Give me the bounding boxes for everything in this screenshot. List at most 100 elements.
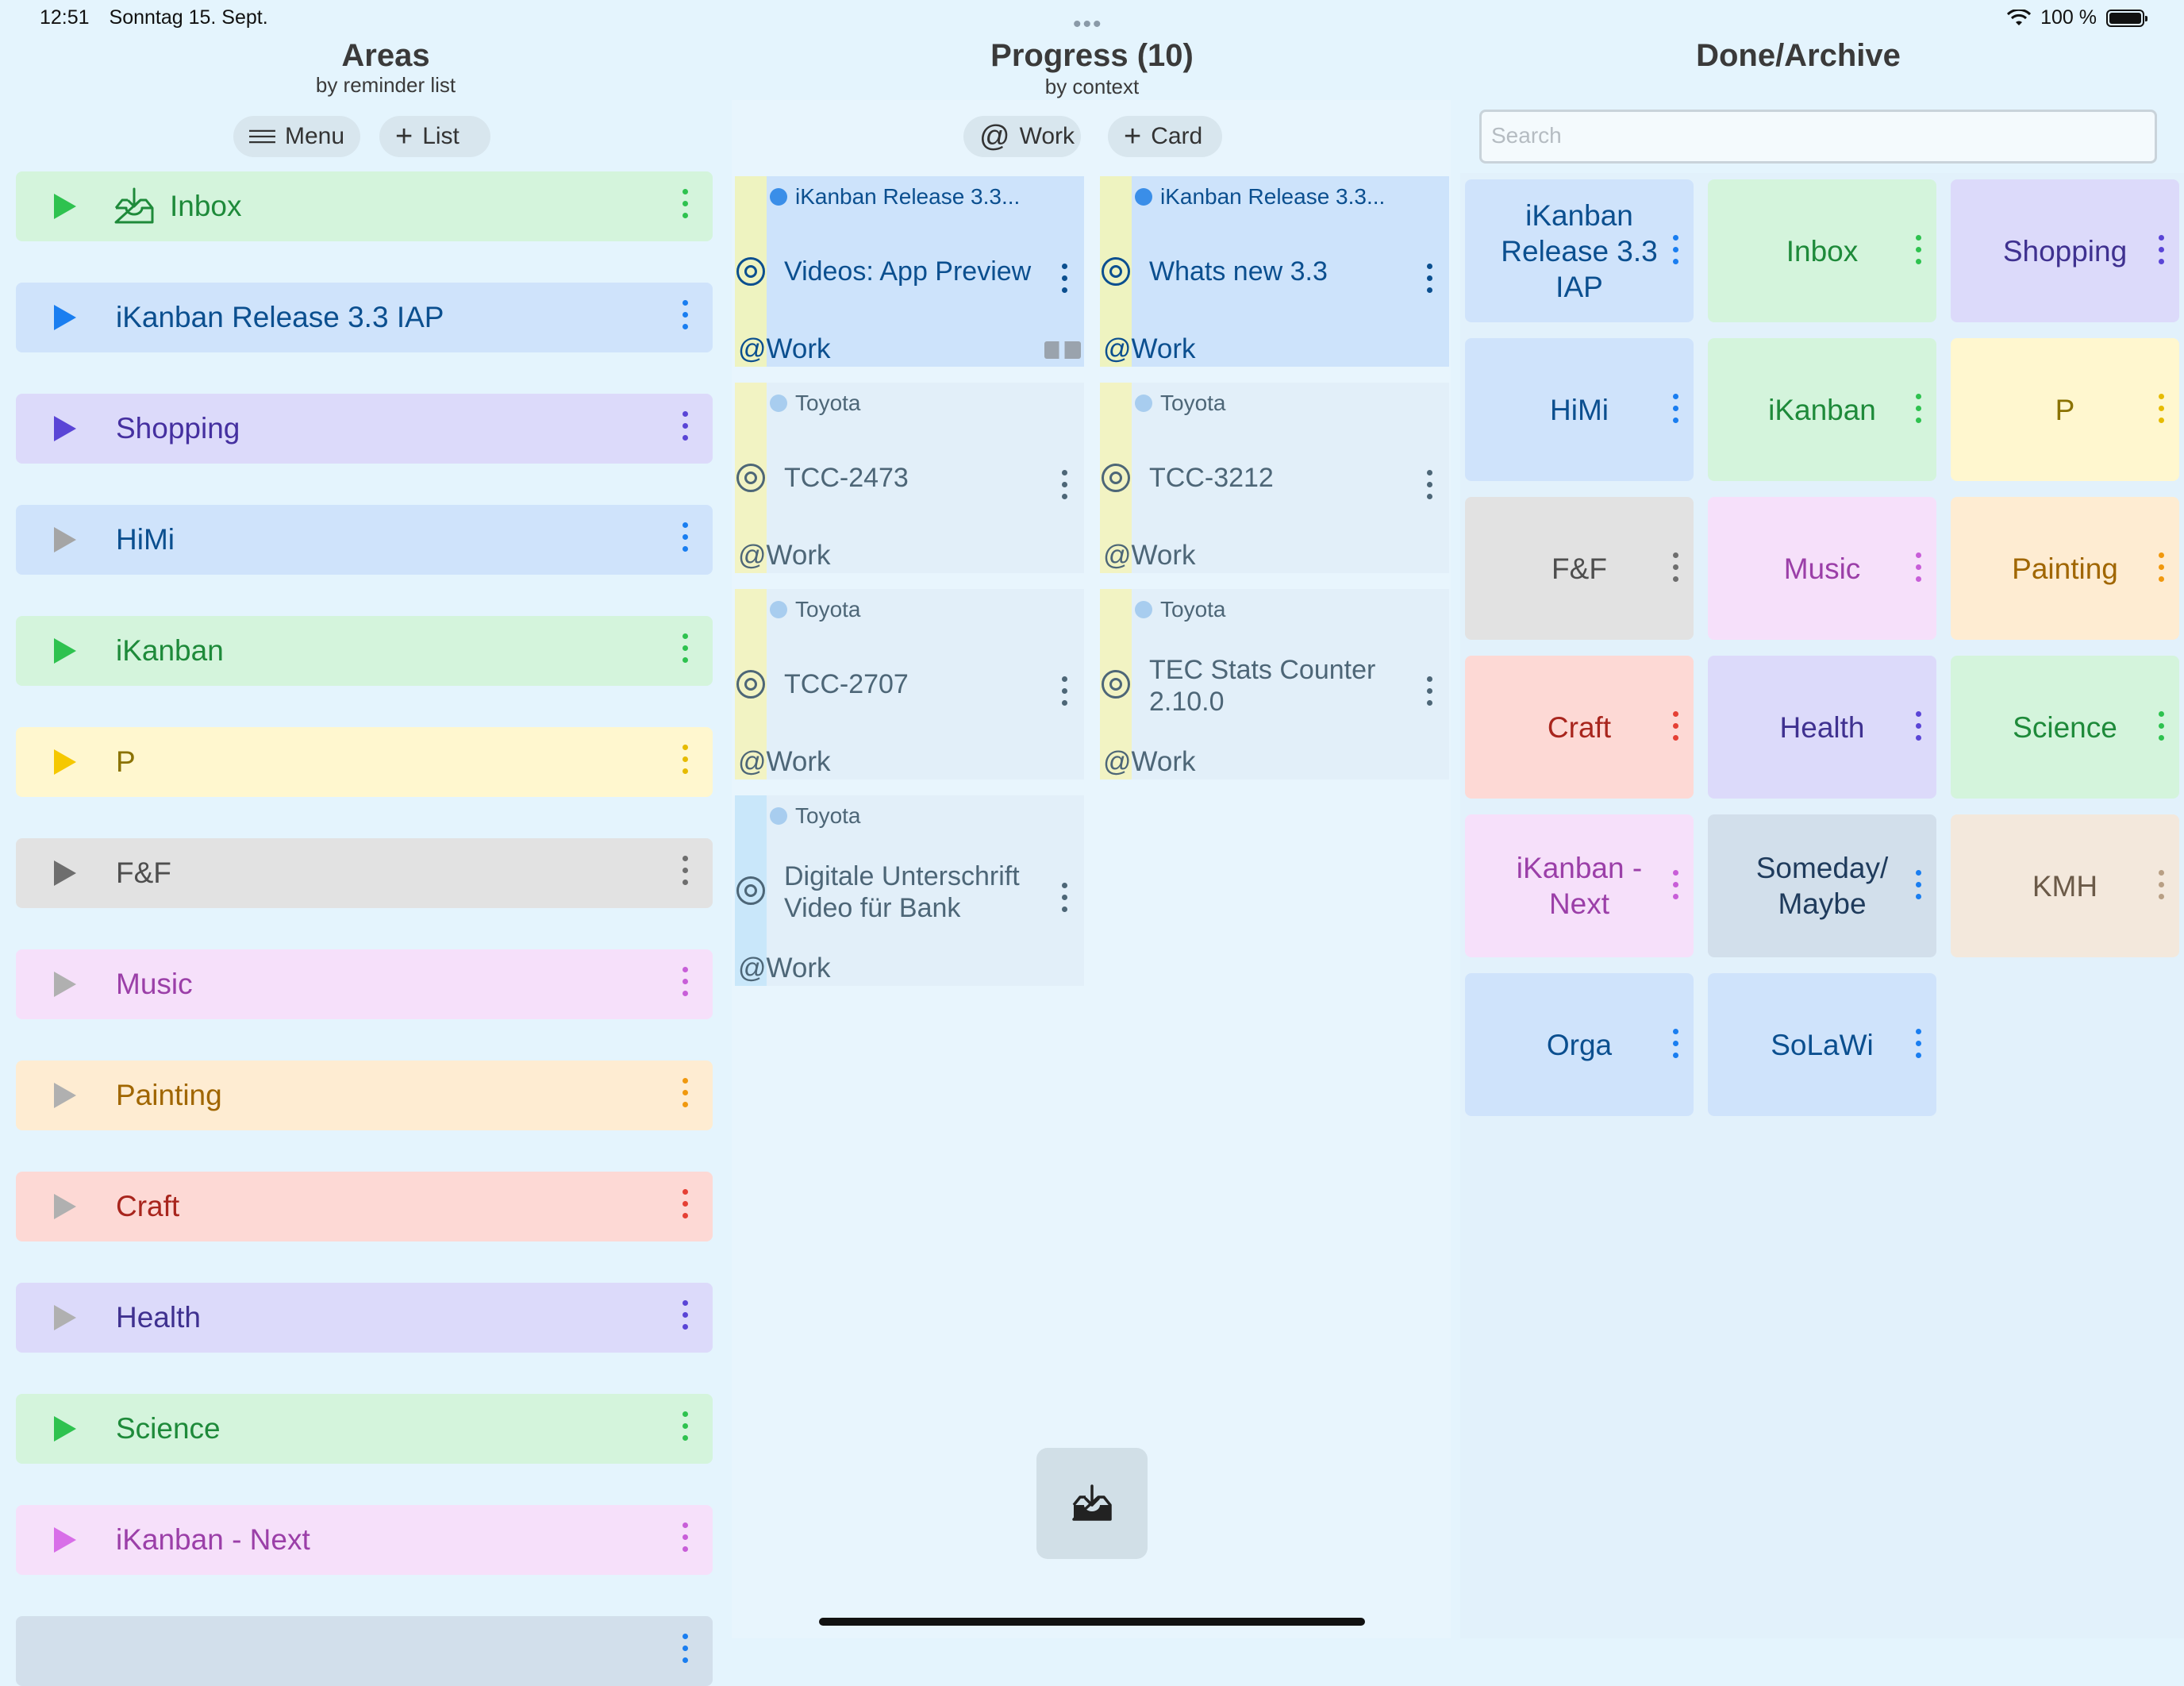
expand-triangle-icon[interactable] [54,1527,76,1553]
done-list-craft[interactable]: Craft [1465,656,1694,799]
card-more-options-icon[interactable] [1427,264,1433,293]
search-input[interactable]: Search [1479,110,2157,164]
more-options-icon[interactable] [682,189,689,218]
more-options-icon[interactable] [1916,394,1922,423]
expand-triangle-icon[interactable] [54,305,76,330]
done-list-health[interactable]: Health [1708,656,1936,799]
more-options-icon[interactable] [2159,711,2165,741]
more-options-icon[interactable] [1673,711,1679,741]
done-list-ikanban[interactable]: iKanban [1708,338,1936,481]
progress-status-icon[interactable] [736,876,765,905]
more-options-icon[interactable] [682,1522,689,1552]
expand-triangle-icon[interactable] [54,416,76,441]
area-row-science[interactable]: Science [16,1394,713,1464]
more-options-icon[interactable] [1673,870,1679,899]
progress-card-whats-new-3-3[interactable]: iKanban Release 3.3...Whats new 3.3@Work [1100,176,1449,367]
more-options-icon[interactable] [682,1189,689,1218]
more-options-icon[interactable] [682,522,689,552]
area-row-shopping[interactable]: Shopping [16,394,713,464]
progress-status-icon[interactable] [736,257,765,286]
more-options-icon[interactable] [1673,394,1679,423]
more-options-icon[interactable] [1673,235,1679,264]
done-list-p[interactable]: P [1951,338,2179,481]
area-row-ikanban[interactable]: iKanban [16,616,713,686]
area-row-craft[interactable]: Craft [16,1172,713,1241]
more-options-icon[interactable] [2159,870,2165,899]
more-options-icon[interactable] [1673,1029,1679,1058]
area-row-health[interactable]: Health [16,1283,713,1353]
multitasking-dots-icon[interactable]: ••• [1073,11,1103,37]
expand-triangle-icon[interactable] [54,860,76,886]
done-list-ikanban-release-3-3-iap[interactable]: iKanban Release 3.3 IAP [1465,179,1694,322]
progress-status-icon[interactable] [1102,670,1130,699]
area-row-p[interactable]: P [16,727,713,797]
more-options-icon[interactable] [2159,235,2165,264]
add-list-button[interactable]: + List [379,116,490,157]
card-more-options-icon[interactable] [1427,470,1433,499]
expand-triangle-icon[interactable] [54,638,76,664]
add-card-button[interactable]: + Card [1108,116,1222,157]
area-row-inbox[interactable]: Inbox [16,171,713,241]
done-list-orga[interactable]: Orga [1465,973,1694,1116]
done-list-painting[interactable]: Painting [1951,497,2179,640]
area-row-item[interactable] [16,1616,713,1686]
area-row-painting[interactable]: Painting [16,1060,713,1130]
progress-card-videos-app-preview[interactable]: iKanban Release 3.3...Videos: App Previe… [735,176,1084,367]
more-options-icon[interactable] [2159,394,2165,423]
done-list-inbox[interactable]: Inbox [1708,179,1936,322]
more-options-icon[interactable] [682,1078,689,1107]
more-options-icon[interactable] [682,1411,689,1441]
expand-triangle-icon[interactable] [54,1416,76,1442]
card-more-options-icon[interactable] [1062,676,1068,706]
area-row-music[interactable]: Music [16,949,713,1019]
expand-triangle-icon[interactable] [54,749,76,775]
more-options-icon[interactable] [682,1300,689,1330]
menu-button[interactable]: Menu [233,116,360,157]
progress-status-icon[interactable] [1102,464,1130,492]
expand-triangle-icon[interactable] [54,1305,76,1330]
card-more-options-icon[interactable] [1062,470,1068,499]
more-options-icon[interactable] [1916,870,1922,899]
area-row-f-f[interactable]: F&F [16,838,713,908]
drop-to-inbox-button[interactable] [1036,1448,1148,1559]
context-filter-button[interactable]: @ Work [963,116,1081,157]
more-options-icon[interactable] [682,967,689,996]
more-options-icon[interactable] [1916,235,1922,264]
done-list-shopping[interactable]: Shopping [1951,179,2179,322]
area-row-ikanban-next[interactable]: iKanban - Next [16,1505,713,1575]
expand-triangle-icon[interactable] [54,1638,76,1664]
progress-status-icon[interactable] [1102,257,1130,286]
more-options-icon[interactable] [682,745,689,774]
done-list-f-f[interactable]: F&F [1465,497,1694,640]
more-options-icon[interactable] [1673,552,1679,582]
more-options-icon[interactable] [1916,711,1922,741]
done-list-ikanban-next[interactable]: iKanban - Next [1465,814,1694,957]
done-list-solawi[interactable]: SoLaWi [1708,973,1936,1116]
area-row-ikanban-release-3-3-iap[interactable]: iKanban Release 3.3 IAP [16,283,713,352]
done-list-himi[interactable]: HiMi [1465,338,1694,481]
expand-triangle-icon[interactable] [54,1083,76,1108]
card-more-options-icon[interactable] [1427,676,1433,706]
expand-triangle-icon[interactable] [54,972,76,997]
done-list-someday-maybe[interactable]: Someday/ Maybe [1708,814,1936,957]
expand-triangle-icon[interactable] [54,1194,76,1219]
more-options-icon[interactable] [2159,552,2165,582]
card-more-options-icon[interactable] [1062,883,1068,912]
more-options-icon[interactable] [682,300,689,329]
done-list-kmh[interactable]: KMH [1951,814,2179,957]
progress-status-icon[interactable] [736,670,765,699]
more-options-icon[interactable] [1916,1029,1922,1058]
more-options-icon[interactable] [682,856,689,885]
expand-triangle-icon[interactable] [54,194,76,219]
home-indicator[interactable] [819,1618,1365,1626]
done-list-science[interactable]: Science [1951,656,2179,799]
more-options-icon[interactable] [682,411,689,441]
more-options-icon[interactable] [1916,552,1922,582]
expand-triangle-icon[interactable] [54,527,76,552]
done-list-music[interactable]: Music [1708,497,1936,640]
